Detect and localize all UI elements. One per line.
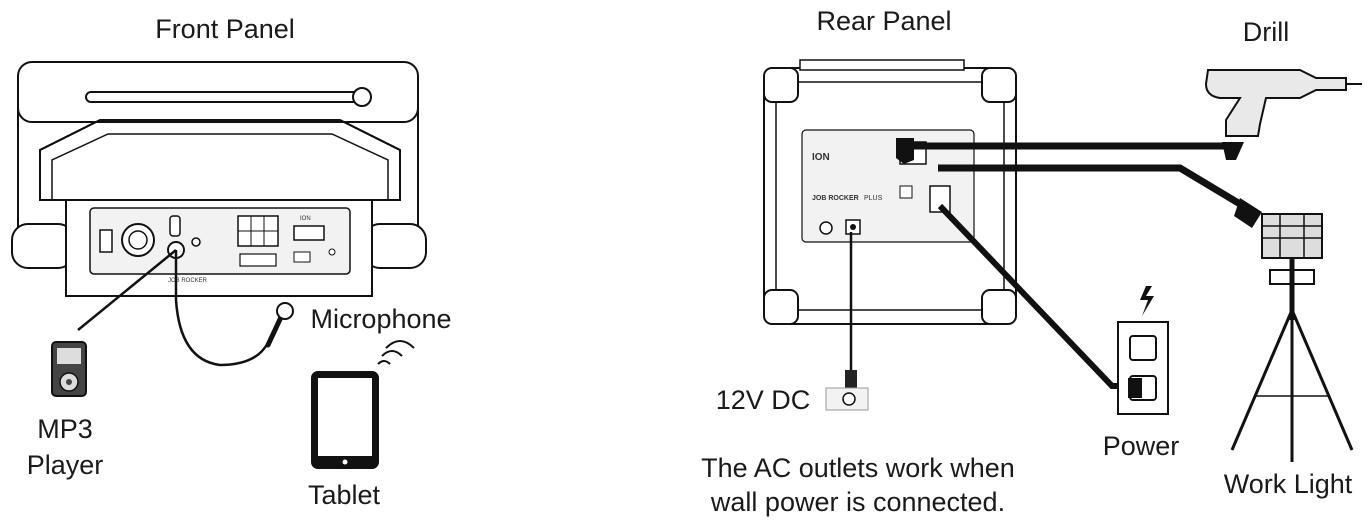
front-panel-unit: ION JOB ROCKER [11, 61, 427, 297]
tablet-label: Tablet [308, 480, 381, 510]
rear-model-name: JOB ROCKER [812, 195, 859, 202]
drill-cable-plug [896, 138, 914, 164]
work-light-cable [938, 164, 1252, 214]
work-light-plug [1234, 198, 1262, 228]
note-line-1: The AC outlets work when [701, 453, 1015, 483]
wall-outlet-icon [1117, 321, 1169, 415]
microphone-icon [265, 302, 294, 348]
rear-model-suffix: PLUS [864, 195, 883, 202]
rear-panel-heading: Rear Panel [816, 6, 951, 36]
lightning-icon [1140, 286, 1154, 316]
work-light-label: Work Light [1224, 469, 1353, 499]
front-brand-logo: ION [300, 216, 311, 222]
note-line-2: wall power is connected. [710, 487, 1005, 517]
mp3-label-line1: MP3 [37, 414, 93, 444]
rear-panel-unit: ION JOB ROCKER PLUS [763, 59, 1017, 325]
front-panel-heading: Front Panel [155, 14, 295, 44]
mp3-label-line2: Player [27, 450, 104, 480]
tablet-icon [311, 371, 379, 469]
mp3-cable [77, 249, 177, 331]
drill-label: Drill [1243, 17, 1290, 47]
power-label: Power [1103, 431, 1180, 461]
front-model-name: JOB ROCKER [168, 278, 208, 284]
bluetooth-waves-icon [377, 340, 415, 365]
work-light-icon [1230, 213, 1354, 462]
mp3-player-icon [51, 341, 87, 397]
mic-cable [174, 250, 272, 367]
dc-label: 12V DC [716, 385, 811, 415]
microphone-label: Microphone [310, 304, 451, 334]
drill-icon [1204, 69, 1362, 160]
rear-brand-logo: ION [812, 152, 830, 163]
